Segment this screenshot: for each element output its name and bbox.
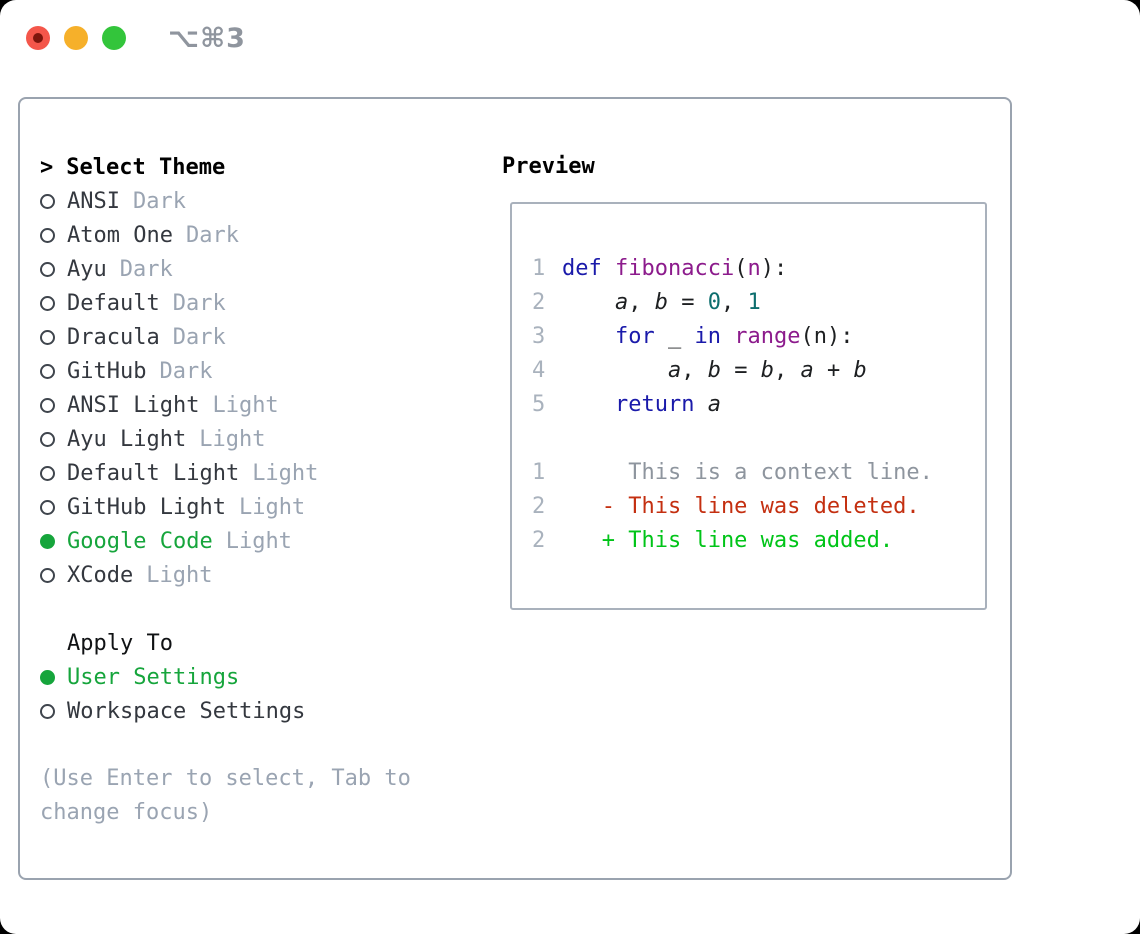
blank-line [532, 422, 985, 456]
diff-text: + This line was added. [562, 528, 894, 553]
theme-variant-label: Dark [172, 324, 226, 350]
radio-unselected-icon [40, 431, 55, 447]
code-line: 4 a, b = b, a + b [532, 354, 985, 388]
radio-unselected-icon [40, 499, 55, 515]
line-number: 1 [532, 460, 546, 485]
theme-variant-label: Dark [185, 222, 239, 248]
focus-caret-icon: > [40, 154, 54, 180]
theme-variant-label: Light [225, 528, 292, 554]
help-text: (Use Enter to select, Tab to change focu… [40, 766, 411, 825]
code-line: 3 for _ in range(n): [532, 320, 985, 354]
radio-selected-icon [40, 533, 55, 549]
theme-option-ansi[interactable]: ANSI Dark [40, 184, 485, 218]
diff-line-context: 1 This is a context line. [532, 456, 985, 490]
theme-option-github[interactable]: GitHub Dark [40, 354, 485, 388]
diff-line-added: 2 + This line was added. [532, 524, 985, 558]
radio-unselected-icon [40, 363, 55, 379]
radio-unselected-icon [40, 567, 55, 583]
radio-unselected-icon [40, 329, 55, 345]
theme-option-google-code[interactable]: Google Code Light [40, 524, 485, 558]
theme-option-ayu-light[interactable]: Ayu Light Light [40, 422, 485, 456]
theme-variant-label: Light [252, 460, 319, 486]
theme-option-atom-one[interactable]: Atom One Dark [40, 218, 485, 252]
radio-unselected-icon [40, 295, 55, 311]
window-titlebar: ⌥⌘3 [0, 0, 1140, 76]
line-number: 5 [532, 392, 546, 417]
theme-option-label: Default [67, 290, 160, 316]
theme-option-label: GitHub Light [67, 494, 226, 520]
theme-option-dracula[interactable]: Dracula Dark [40, 320, 485, 354]
theme-option-label: GitHub [67, 358, 147, 384]
spacer [40, 728, 485, 762]
spacer [40, 592, 485, 626]
theme-variant-label: Light [199, 426, 266, 452]
apply-option-workspace-settings[interactable]: Workspace Settings [40, 694, 485, 728]
unsaved-changes-dot-icon [33, 33, 43, 43]
theme-variant-label: Dark [159, 358, 213, 384]
diff-line-deleted: 2 - This line was deleted. [532, 490, 985, 524]
line-number: 2 [532, 290, 546, 315]
radio-unselected-icon [40, 397, 55, 413]
preview-header: Preview [502, 154, 595, 179]
theme-option-default-light[interactable]: Default Light Light [40, 456, 485, 490]
theme-option-ayu[interactable]: Ayu Dark [40, 252, 485, 286]
theme-variant-label: Light [146, 562, 213, 588]
line-number: 2 [532, 528, 546, 553]
radio-unselected-icon [40, 465, 55, 481]
theme-option-label: Google Code [67, 528, 213, 554]
apply-option-label: Workspace Settings [67, 698, 306, 724]
theme-option-label: Atom One [67, 222, 173, 248]
diff-text: This is a context line. [562, 460, 933, 485]
minimize-button[interactable] [64, 26, 88, 50]
theme-variant-label: Dark [132, 188, 186, 214]
theme-variant-label: Dark [119, 256, 173, 282]
line-number: 4 [532, 358, 546, 383]
diff-text: - This line was deleted. [562, 494, 920, 519]
theme-variant-label: Light [238, 494, 306, 520]
theme-variant-label: Light [212, 392, 279, 418]
theme-option-ansi-light[interactable]: ANSI Light Light [40, 388, 485, 422]
radio-selected-icon [40, 669, 55, 685]
theme-option-xcode[interactable]: XCode Light [40, 558, 485, 592]
theme-option-label: Default Light [67, 460, 240, 486]
apply-option-label: User Settings [67, 664, 240, 690]
theme-option-github-light[interactable]: GitHub Light Light [40, 490, 485, 524]
theme-option-label: ANSI Light [67, 392, 200, 418]
theme-variant-label: Dark [172, 290, 226, 316]
theme-option-label: Ayu [67, 256, 107, 282]
apply-to-header: Apply To [40, 626, 485, 660]
close-button[interactable] [26, 26, 50, 50]
code-line: 2 a, b = 0, 1 [532, 286, 985, 320]
line-number: 1 [532, 256, 546, 281]
theme-option-label: Dracula [67, 324, 160, 350]
code-line: 5 return a [532, 388, 985, 422]
radio-unselected-icon [40, 227, 55, 243]
zoom-button[interactable] [102, 26, 126, 50]
apply-option-user-settings[interactable]: User Settings [40, 660, 485, 694]
window-shortcut-label: ⌥⌘3 [168, 22, 246, 54]
line-number: 2 [532, 494, 546, 519]
radio-unselected-icon [40, 261, 55, 277]
select-theme-header: > Select Theme [40, 150, 485, 184]
line-number: 3 [532, 324, 546, 349]
radio-unselected-icon [40, 193, 55, 209]
theme-option-default[interactable]: Default Dark [40, 286, 485, 320]
theme-option-label: XCode [67, 562, 134, 588]
theme-option-label: Ayu Light [67, 426, 187, 452]
apply-to-title: Apply To [67, 630, 173, 656]
select-theme-title: Select Theme [66, 154, 226, 180]
theme-option-label: ANSI [67, 188, 120, 214]
radio-unselected-icon [40, 703, 55, 719]
